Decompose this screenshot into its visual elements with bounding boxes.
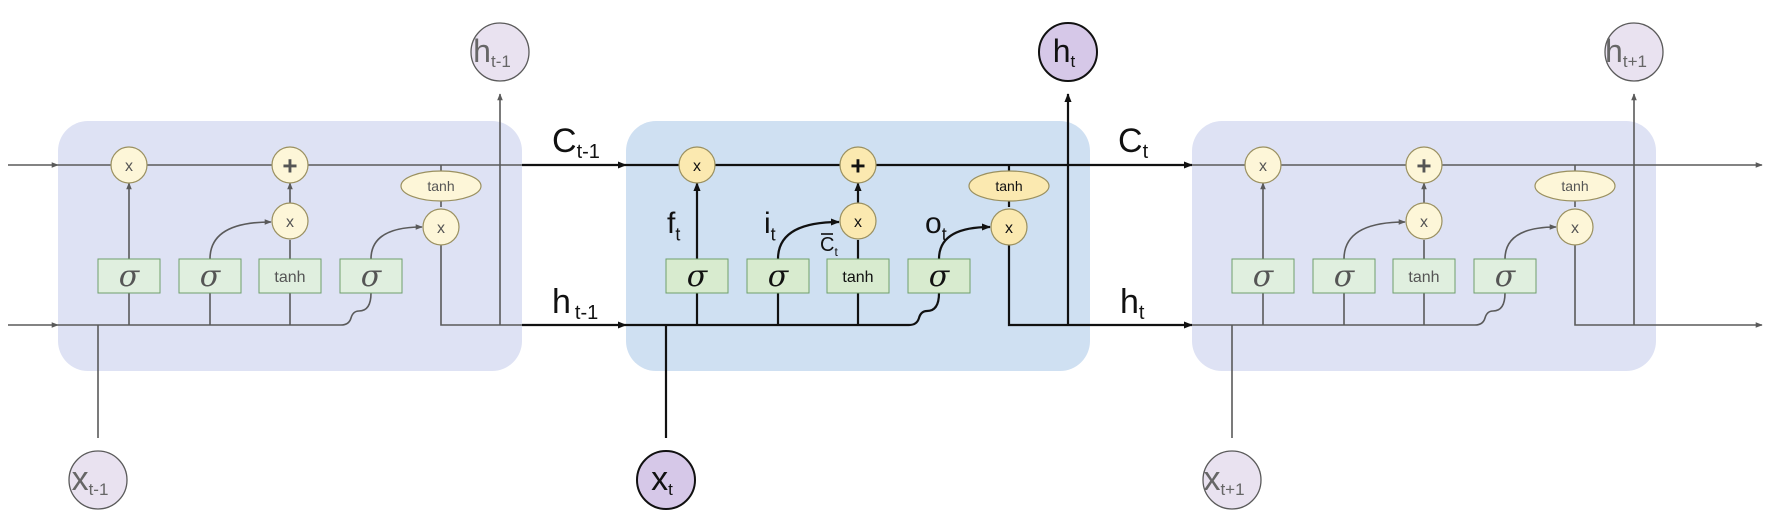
input-bus-line [58,292,372,326]
output-gate-symbol: σ [1495,259,1517,294]
input-gate-symbol: σ [768,259,790,294]
hidden-output-node: ht [1038,22,1098,82]
forget-multiply-op-symbol: x [1259,158,1267,175]
add-op: + [271,146,309,184]
input-gate: σ [1312,258,1376,294]
input-gate-curve-arrow [1343,219,1406,260]
forget-gate: σ [665,258,729,294]
tanh-label: tanh [1561,178,1588,194]
candidate-gate: tanh [1392,258,1456,294]
input-gate-symbol: σ [200,259,222,294]
candidate-gate-symbol: tanh [1408,269,1439,286]
hidden-output-line [440,230,522,326]
add-op-symbol: + [282,150,297,180]
input-label: xt [651,460,673,499]
input-gate-symbol: σ [1334,259,1356,294]
input-multiply-op-symbol: x [854,214,862,231]
input-node: xt+1 [1202,450,1262,510]
cells-layer: x + x x tanh σ σ tanh σ ht-1 xt-1 x + x x tanh σ σ tanh σ ht… [58,22,1664,510]
candidate-label: Ct [820,234,838,259]
tanh-label: tanh [995,178,1022,194]
c-current-label: Ct [1118,122,1149,163]
output-gate-symbol: σ [361,259,383,294]
hidden-output-label: ht [1053,33,1076,71]
tanh-activation: tanh [968,170,1050,202]
output-multiply-op: x [422,208,460,246]
add-op-symbol: + [850,150,865,180]
forget-gate-symbol: σ [1253,259,1275,294]
input-node: xt [636,450,696,510]
input-multiply-op: x [271,202,309,240]
c-prev-label: Ct-1 [552,122,600,163]
forget-multiply-op: x [678,146,716,184]
add-op: + [1405,146,1443,184]
input-bus-line [626,292,941,327]
forget-gate-symbol: σ [687,259,709,294]
forget-multiply-op: x [110,146,148,184]
input-label: xt-1 [72,460,109,499]
forget-gate-symbol: σ [119,259,141,294]
input-multiply-op: x [839,202,877,240]
forget-multiply-op-symbol: x [693,158,701,175]
output-gate-curve-arrow [937,223,991,260]
input-gate: σ [178,258,242,294]
tanh-label: tanh [427,178,454,194]
hidden-output-label: ht+1 [1605,33,1647,71]
connectors [8,161,1763,329]
input-multiply-op-symbol: x [286,214,294,231]
tanh-activation: tanh [400,170,482,202]
output-gate-curve-arrow [1504,224,1557,260]
output-gate: σ [1473,258,1537,294]
candidate-gate: tanh [826,258,890,294]
output-gate: σ [907,258,971,294]
input-node: xt-1 [68,450,128,510]
forget-gate: σ [97,258,161,294]
candidate-gate-symbol: tanh [842,269,873,286]
hidden-output-label: ht-1 [473,33,511,71]
add-op-symbol: + [1416,150,1431,180]
tanh-activation: tanh [1534,170,1616,202]
candidate-gate-symbol: tanh [274,269,305,286]
input-multiply-op-symbol: x [1420,214,1428,231]
output-gate-curve-arrow [370,224,423,260]
hidden-output-node: ht+1 [1604,22,1664,82]
input-gate: σ [746,258,810,294]
hidden-output-line [1574,230,1656,326]
forget-gate: σ [1231,258,1295,294]
input-gate-curve-arrow [776,218,840,260]
forget-gate-label: ft [667,207,680,245]
lstm-cell-prev: x + x x tanh σ σ tanh σ ht-1 xt-1 [58,22,530,510]
input-bus-line [1192,292,1506,326]
candidate-gate: tanh [258,258,322,294]
hidden-output-node: ht-1 [470,22,530,82]
input-multiply-op: x [1405,202,1443,240]
output-multiply-op: x [1556,208,1594,246]
hidden-output-line [1007,230,1090,327]
h-current-label: ht [1120,283,1145,324]
input-label: xt+1 [1203,460,1244,499]
output-gate: σ [339,258,403,294]
add-op: + [839,146,877,184]
output-multiply-op-symbol: x [1005,220,1013,237]
lstm-cell-next: x + x x tanh σ σ tanh σ ht+1 xt+1 [1192,22,1664,510]
output-gate-symbol: σ [929,259,951,294]
input-gate-curve-arrow [209,219,272,260]
output-multiply-op-symbol: x [1571,220,1579,237]
output-gate-label: ot [925,207,947,245]
forget-multiply-op: x [1244,146,1282,184]
output-multiply-op-symbol: x [437,220,445,237]
output-multiply-op: x [990,208,1028,246]
forget-multiply-op-symbol: x [125,158,133,175]
input-gate-label: it [764,207,776,245]
